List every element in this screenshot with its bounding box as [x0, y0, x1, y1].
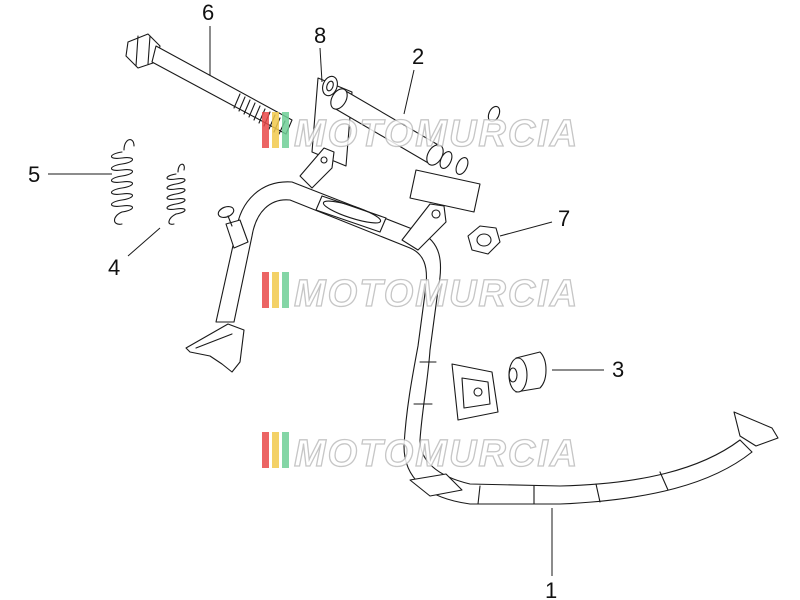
callout-7: 7 — [558, 206, 570, 231]
wm-stripe-green — [282, 112, 289, 148]
watermark-bottom: MOTOMURCIA — [262, 432, 579, 476]
wm-stripe-yellow — [272, 432, 279, 468]
callout-4: 4 — [108, 255, 120, 280]
wm-stripe-green — [282, 432, 289, 468]
center-stand — [185, 147, 779, 505]
wm-stripe-green — [282, 272, 289, 308]
wm-stripe-yellow — [272, 112, 279, 148]
watermark-text: MOTOMURCIA — [294, 113, 579, 155]
watermark-top: MOTOMURCIA — [262, 112, 579, 156]
pivot-bushing — [330, 88, 501, 213]
watermark-text: MOTOMURCIA — [294, 273, 579, 315]
leader-4 — [127, 227, 161, 257]
large-return-spring — [110, 139, 135, 225]
callout-6: 6 — [202, 0, 214, 25]
leader-8 — [319, 47, 323, 83]
rubber-stop — [508, 351, 547, 393]
wm-stripe-red — [262, 272, 269, 308]
callout-8: 8 — [314, 23, 326, 48]
washer — [311, 75, 353, 167]
callout-2: 2 — [412, 44, 424, 69]
callout-5: 5 — [28, 162, 40, 187]
watermark-text: MOTOMURCIA — [294, 433, 579, 475]
wm-stripe-yellow — [272, 272, 279, 308]
callout-1: 1 — [545, 578, 557, 600]
leader-7 — [499, 221, 553, 237]
small-return-spring — [166, 163, 186, 225]
nut — [467, 225, 501, 255]
spring-pin — [217, 206, 249, 249]
callout-3: 3 — [612, 357, 624, 382]
watermark-middle: MOTOMURCIA — [262, 272, 579, 316]
leader-2 — [403, 69, 415, 115]
wm-stripe-red — [262, 112, 269, 148]
wm-stripe-red — [262, 432, 269, 468]
